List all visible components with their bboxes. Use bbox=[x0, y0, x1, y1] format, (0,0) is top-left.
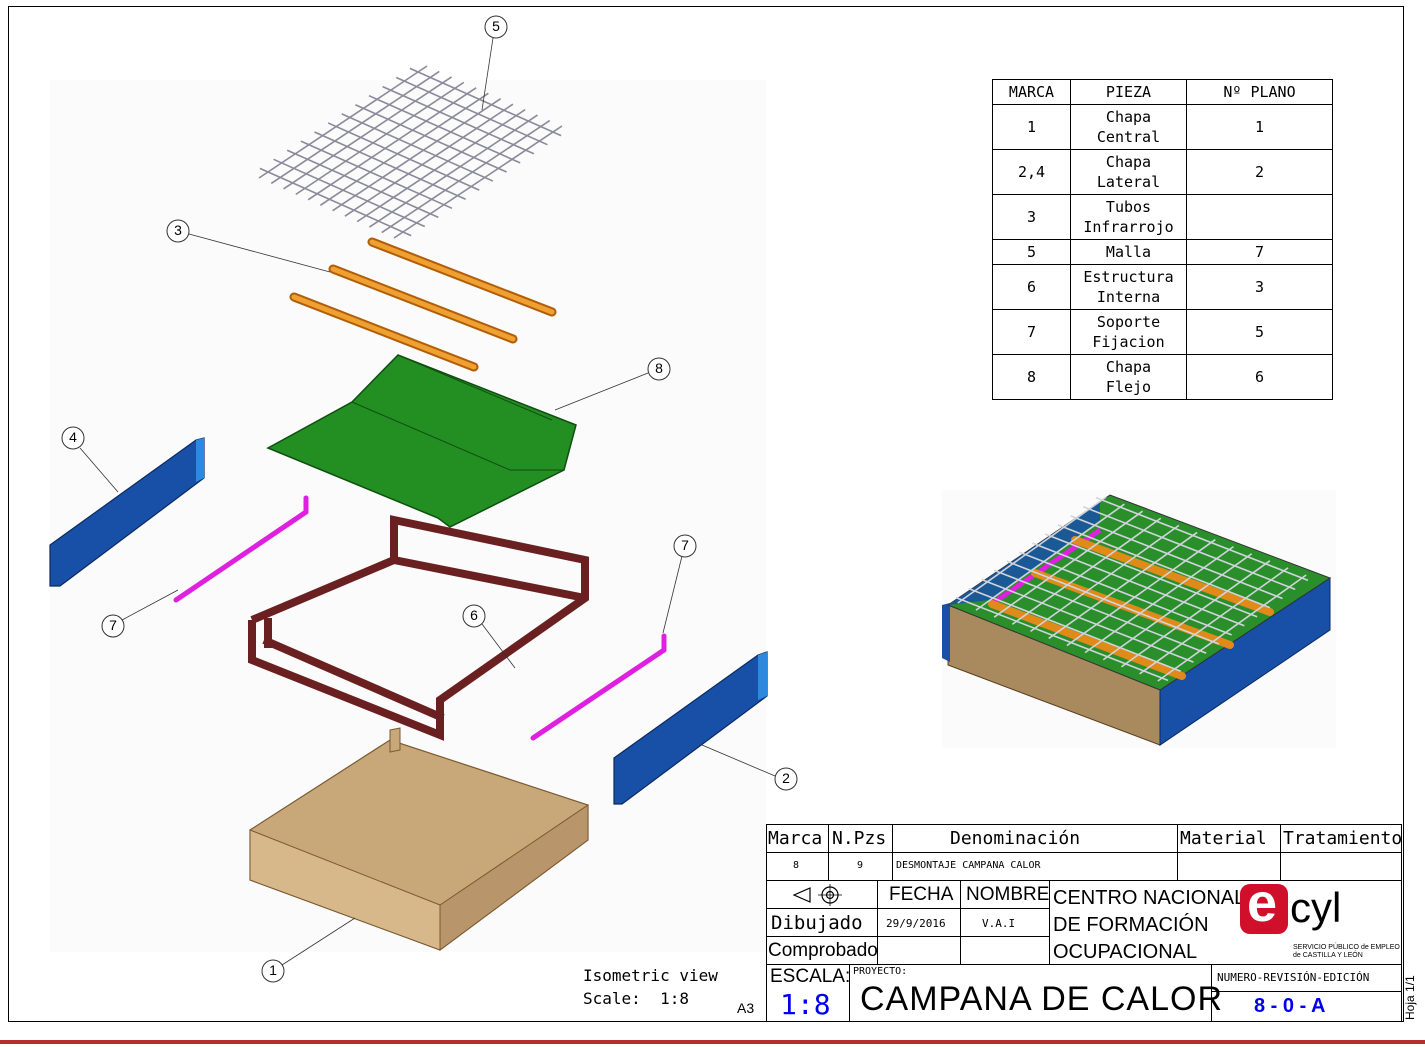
header-denominacion: Denominación bbox=[950, 828, 1081, 849]
chapa-central-part bbox=[249, 727, 589, 951]
col-header-plano: Nº PLANO bbox=[1186, 79, 1333, 105]
col-header-marca: MARCA bbox=[992, 79, 1071, 105]
hoja-label: Hoja 1/1 bbox=[1403, 975, 1417, 1020]
chapa-lateral-right bbox=[613, 651, 768, 805]
chapa-flejo-part bbox=[266, 354, 577, 528]
balloons bbox=[61, 15, 798, 983]
balloon-6: 6 bbox=[470, 607, 478, 623]
dibujado-nombre: V.A.I bbox=[982, 917, 1016, 930]
cell-plano: 3 bbox=[1186, 264, 1333, 310]
cell-marca: 2,4 bbox=[992, 149, 1071, 195]
balloon-8: 8 bbox=[655, 360, 663, 376]
bottom-border-line bbox=[0, 1040, 1425, 1044]
cell-plano: 6 bbox=[1186, 354, 1333, 400]
soporte-fijacion-parts bbox=[173, 495, 667, 741]
ecyl-logo-mark bbox=[1240, 884, 1288, 934]
mesh-part bbox=[258, 65, 563, 239]
balloon-1: 1 bbox=[269, 962, 277, 978]
cell-plano: 1 bbox=[1186, 104, 1333, 150]
balloon-7a: 7 bbox=[109, 617, 117, 633]
infrared-tubes bbox=[289, 237, 557, 372]
escala-value: 1:8 bbox=[780, 988, 831, 1021]
projection-symbol-icon bbox=[792, 884, 842, 906]
balloon-5: 5 bbox=[492, 18, 500, 34]
table-row: 5 Malla 7 bbox=[992, 239, 1333, 265]
logo-letter: e bbox=[1247, 873, 1278, 933]
sheet-size-label: A3 bbox=[737, 1000, 755, 1016]
dibujado-fecha: 29/9/2016 bbox=[886, 917, 946, 930]
cell-plano: 5 bbox=[1186, 309, 1333, 355]
cell-marca: 8 bbox=[992, 354, 1071, 400]
cell-plano: 7 bbox=[1186, 239, 1333, 265]
balloon-2: 2 bbox=[782, 770, 790, 786]
comprobado-label: Comprobado bbox=[768, 940, 878, 961]
numero-value: 8 - 0 - A bbox=[1254, 995, 1326, 1017]
balloon-3: 3 bbox=[174, 222, 182, 238]
dibujado-label: Dibujado bbox=[771, 912, 863, 934]
logo-text: cyl bbox=[1290, 884, 1342, 931]
header-material: Material bbox=[1180, 828, 1267, 849]
row-marca: 8 bbox=[793, 860, 800, 871]
numero-label: NUMERO-REVISIÓN-EDICIÓN bbox=[1217, 971, 1370, 984]
cell-marca: 6 bbox=[992, 264, 1071, 310]
header-marca: Marca bbox=[768, 828, 823, 849]
cell-marca: 1 bbox=[992, 104, 1071, 150]
balloon-4: 4 bbox=[69, 429, 77, 445]
row-npzs: 9 bbox=[857, 860, 864, 871]
proyecto-value: CAMPANA DE CALOR bbox=[860, 980, 1224, 1018]
nombre-label: NOMBRE bbox=[966, 884, 1050, 905]
header-tratamiento: Tratamiento bbox=[1283, 828, 1403, 849]
cell-plano bbox=[1186, 194, 1333, 240]
sheet-frame bbox=[8, 6, 1404, 1022]
cell-marca: 7 bbox=[992, 309, 1071, 355]
balloon-7b: 7 bbox=[681, 537, 689, 553]
col-header-pieza: PIEZA bbox=[1070, 79, 1187, 105]
fecha-label: FECHA bbox=[889, 884, 954, 905]
cell-marca: 3 bbox=[992, 194, 1071, 240]
cell-plano: 2 bbox=[1186, 149, 1333, 195]
estructura-interna-part bbox=[248, 515, 589, 741]
escala-label: ESCALA: bbox=[770, 966, 851, 987]
cell-pieza: Malla bbox=[1070, 239, 1187, 265]
row-denominacion: DESMONTAJE CAMPANA CALOR bbox=[896, 860, 1041, 871]
leader-lines bbox=[79, 37, 776, 966]
cell-marca: 5 bbox=[992, 239, 1071, 265]
chapa-lateral-left bbox=[49, 437, 205, 587]
header-npzs: N.Pzs bbox=[832, 828, 887, 849]
proyecto-label: PROYECTO: bbox=[853, 966, 908, 977]
